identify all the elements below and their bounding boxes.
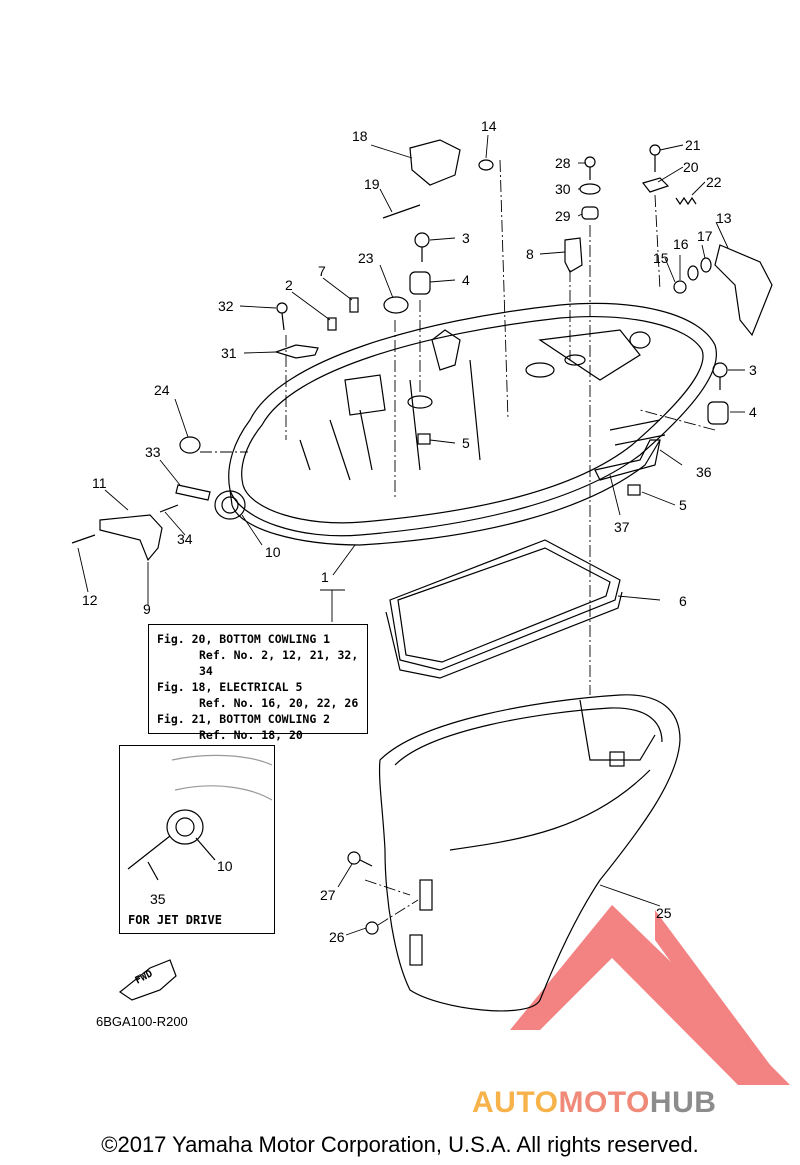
ref-line: Ref. No. 18, 20 — [199, 728, 303, 742]
callout-30: 30 — [555, 181, 571, 197]
bottom-cowling-lower — [378, 694, 681, 1012]
watermark-part: AUTO — [472, 1086, 559, 1119]
callout-15: 15 — [653, 250, 669, 266]
callout-4: 4 — [462, 272, 470, 288]
fwd-arrow-icon — [118, 959, 177, 1001]
callout-35: 35 — [150, 891, 166, 907]
ref-line: Fig. 21, BOTTOM COWLING 2 — [157, 712, 331, 726]
callout-18: 18 — [352, 128, 368, 144]
ref-line: Fig. 20, BOTTOM COWLING 1 — [157, 632, 331, 646]
callout-8: 8 — [526, 246, 534, 262]
callout-11: 11 — [92, 475, 107, 491]
watermark-logo — [510, 905, 790, 1085]
callout-22: 22 — [706, 174, 722, 190]
callout-3: 3 — [462, 230, 470, 246]
callout-4: 4 — [749, 404, 757, 420]
callout-17: 17 — [697, 228, 713, 244]
callout-2: 2 — [285, 277, 293, 293]
watermark-part: HUB — [649, 1086, 717, 1119]
ref-line: Ref. No. 2, 12, 21, 32, 34 — [199, 648, 359, 678]
callout-3: 3 — [749, 362, 757, 378]
watermark-part: MOTO — [558, 1086, 650, 1119]
callout-1: 1 — [321, 569, 329, 585]
ref-line: Ref. No. 16, 20, 22, 26 — [199, 696, 359, 710]
callout-20: 20 — [683, 159, 699, 175]
callout-6: 6 — [679, 593, 687, 609]
callout-24: 24 — [154, 382, 170, 398]
callout-10: 10 — [217, 858, 233, 874]
watermark-text: AUTOMOTOHUB — [472, 1086, 716, 1120]
callout-25: 25 — [656, 905, 672, 921]
callout-36: 36 — [696, 464, 712, 480]
callout-21: 21 — [685, 137, 701, 153]
callout-10: 10 — [265, 544, 281, 560]
callout-27: 27 — [320, 887, 336, 903]
callout-12: 12 — [82, 592, 98, 608]
callout-19: 19 — [364, 176, 380, 192]
callout-26: 26 — [329, 929, 345, 945]
ref-line: Fig. 18, ELECTRICAL 5 — [157, 680, 303, 694]
reference-box: Fig. 20, BOTTOM COWLING 1 Ref. No. 2, 12… — [148, 624, 368, 742]
small-parts — [71, 139, 773, 935]
callout-14: 14 — [481, 118, 497, 134]
callout-33: 33 — [145, 444, 161, 460]
diagram-code: 6BGA100-R200 — [96, 1014, 188, 1029]
callout-7: 7 — [318, 263, 326, 279]
copyright-notice: ©2017 Yamaha Motor Corporation, U.S.A. A… — [101, 1132, 699, 1157]
bottom-cowling-upper — [228, 302, 717, 546]
callout-31: 31 — [221, 345, 237, 361]
callout-28: 28 — [555, 155, 571, 171]
callout-32: 32 — [218, 298, 234, 314]
callout-34: 34 — [177, 531, 193, 547]
callout-5: 5 — [679, 497, 687, 513]
jet-drive-inset: FOR JET DRIVE — [119, 745, 275, 934]
callout-9: 9 — [143, 601, 151, 617]
callout-5: 5 — [462, 435, 470, 451]
callout-16: 16 — [673, 236, 689, 252]
inset-label: FOR JET DRIVE — [128, 913, 222, 927]
seal-ring — [385, 539, 623, 679]
callout-13: 13 — [716, 210, 732, 226]
callout-23: 23 — [358, 250, 374, 266]
leader-lines — [77, 134, 745, 936]
callout-37: 37 — [614, 519, 630, 535]
callout-29: 29 — [555, 208, 571, 224]
jet-drive-inset-drawing — [127, 754, 273, 881]
